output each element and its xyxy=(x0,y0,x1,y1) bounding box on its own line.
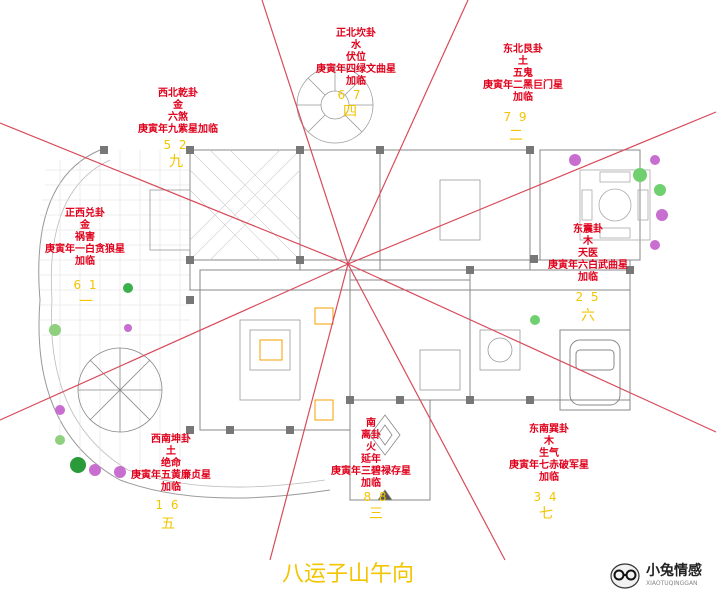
car xyxy=(569,339,621,406)
sector-lines xyxy=(0,0,716,561)
sector-southeast-star: 七 xyxy=(539,506,553,522)
sector-north-label: 正北坎卦水伏位庚寅年四绿文曲星加临 xyxy=(316,28,396,87)
sector-east-label: 东震卦木天医庚寅年六白武曲星加临 xyxy=(548,224,628,283)
sector-northeast-label: 东北艮卦土五鬼庚寅年二黑巨门星加临 xyxy=(483,44,563,103)
hatched-area xyxy=(189,149,301,261)
sector-east-star: 六 xyxy=(581,308,595,324)
sector-southwest-star: 五 xyxy=(161,516,175,532)
ne-deck xyxy=(579,169,651,241)
sector-south-star: 三 xyxy=(369,506,383,522)
rabbit-glasses-icon xyxy=(610,563,640,589)
sector-southeast-numbers: 3 4 xyxy=(533,490,559,504)
sector-northeast-numbers: 7 9 xyxy=(503,110,529,124)
inner-curved-wall xyxy=(50,159,326,488)
orange-fixtures xyxy=(259,307,334,421)
logo-brand-text: 小兔情感 xyxy=(646,563,702,579)
plants xyxy=(49,154,668,478)
sector-northeast-star: 二 xyxy=(509,128,523,144)
sector-northwest-numbers: 5 2 xyxy=(163,138,189,152)
umbrella xyxy=(77,347,163,433)
columns xyxy=(100,146,634,434)
walls xyxy=(189,149,641,501)
sector-southeast-label: 东南巽卦木生气庚寅年七赤破军星加临 xyxy=(509,424,589,483)
sector-northwest-label: 西北乾卦金六煞庚寅年九紫星加临 xyxy=(138,88,218,135)
sector-southwest-numbers: 1 6 xyxy=(155,498,181,512)
sector-west-star: 一 xyxy=(79,294,93,310)
outer-curved-wall xyxy=(38,149,331,499)
sector-southwest-label: 西南坤卦土绝命庚寅年五黄廉贞星加临 xyxy=(131,434,211,493)
watermark-logo: 小兔情感 XIAOTUQINGGAN xyxy=(608,556,712,596)
sector-northwest-star: 九 xyxy=(169,154,183,170)
sector-east-numbers: 2 5 xyxy=(575,290,601,304)
deck-grid xyxy=(40,150,190,482)
south-compass xyxy=(369,414,401,501)
sector-west-label: 正西兑卦金祸害庚寅年一白贪狼星加临 xyxy=(45,208,125,267)
sector-west-numbers: 6 1 xyxy=(73,278,99,292)
spiral-stair xyxy=(296,66,374,144)
sector-south-label: 南离卦火延年庚寅年三碧禄存星加临 xyxy=(331,418,411,489)
sector-north-star: 四 xyxy=(343,104,357,120)
sector-north-numbers: 6 7 xyxy=(337,88,363,102)
diagram-title: 八运子山午向 xyxy=(282,562,415,587)
sector-south-numbers: 8 8 xyxy=(363,490,389,504)
logo-sub-text: XIAOTUQINGGAN xyxy=(646,580,698,587)
